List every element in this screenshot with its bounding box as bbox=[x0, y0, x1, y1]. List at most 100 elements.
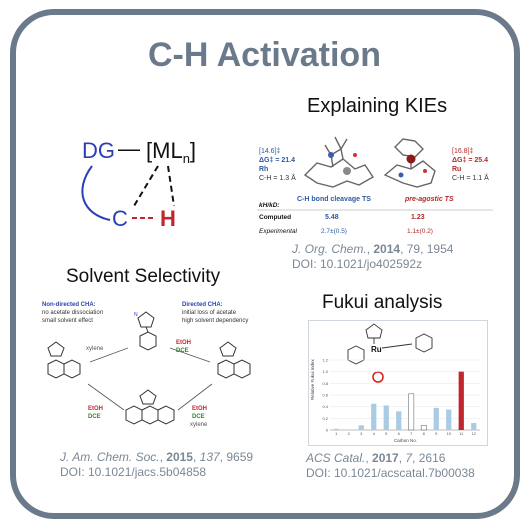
fukui-xtick-label: 4 bbox=[373, 431, 376, 436]
fukui-ytick-label: 0.8 bbox=[322, 381, 328, 386]
metal-complex-label: [MLn] bbox=[146, 138, 196, 166]
directed-title: Directed CHA: bbox=[182, 302, 223, 308]
ts-left-caption: C-H bond cleavage TS bbox=[297, 196, 371, 203]
fukui-cite-doi: DOI: 10.1021/acscatal.7b00038 bbox=[306, 466, 475, 480]
fukui-xtick-label: 9 bbox=[435, 431, 438, 436]
kie-cite-doi: DOI: 10.1021/jo402592z bbox=[292, 257, 423, 271]
fukui-ylabel: Relative Fukui Index bbox=[310, 358, 315, 400]
kie-cite-year: 2014 bbox=[373, 242, 401, 256]
fukui-bar-9 bbox=[433, 407, 439, 430]
solvent-cite-journal: J. Am. Chem. Soc. bbox=[60, 450, 160, 464]
fukui-chart: Ru Relative Fukui Index Carbon No. 00.20… bbox=[308, 320, 488, 446]
experimental-label: Experimental bbox=[259, 228, 297, 235]
ts-right-caption: pre-agostic TS bbox=[404, 196, 454, 203]
fukui-xtick-label: 12 bbox=[472, 431, 477, 436]
product-bottom bbox=[125, 389, 175, 425]
kie-cite-journal: J. Org. Chem. bbox=[292, 242, 367, 256]
experimental-right-value: 1.1±(0.2) bbox=[407, 228, 433, 235]
fukui-bar-11 bbox=[458, 371, 464, 430]
fukui-bar-1 bbox=[333, 428, 339, 430]
svg-text:N: N bbox=[134, 312, 138, 318]
fukui-bar-7 bbox=[408, 393, 415, 431]
kie-right-label-4: C-H = 1.1 Å bbox=[452, 173, 489, 182]
dce-label-top: DCE bbox=[176, 348, 189, 354]
agostic-dash-right bbox=[167, 165, 175, 207]
fukui-bar-4 bbox=[371, 403, 377, 430]
etoh-label-right: EtOH bbox=[192, 406, 207, 412]
xylene-label-top: xylene bbox=[86, 346, 104, 352]
solvent-cite-vol: 137 bbox=[199, 450, 220, 464]
kie-citation: J. Org. Chem., 2014, 79, 1954 DOI: 10.10… bbox=[292, 242, 454, 271]
kie-table-header: kH/kD: bbox=[259, 202, 280, 209]
agostic-dash-left bbox=[133, 165, 159, 207]
right-ts-structure bbox=[383, 138, 436, 188]
kie-figure: [14.6]‡ ΔG‡ = 21.4 Rh C-H = 1.3 Å [16.8]… bbox=[257, 136, 493, 235]
solvent-cite-year: 2015 bbox=[166, 450, 193, 464]
dg-label: DG bbox=[82, 138, 115, 163]
computed-right-value: 1.23 bbox=[411, 214, 425, 221]
fukui-cite-vol: 7 bbox=[405, 451, 413, 465]
fukui-xtick-label: 5 bbox=[385, 431, 388, 436]
directed-note-1: initial loss of acetate bbox=[182, 310, 237, 316]
fukui-xtick-label: 11 bbox=[459, 431, 464, 436]
kie-right-label-3: Ru bbox=[452, 166, 461, 173]
ru-label: Ru bbox=[371, 345, 382, 354]
fukui-cite-year: 2017 bbox=[372, 451, 399, 465]
solvent-citation: J. Am. Chem. Soc., 2015, 137, 9659 DOI: … bbox=[60, 450, 254, 479]
fukui-section-title: Fukui analysis bbox=[322, 292, 443, 313]
directed-note-2: high solvent dependency bbox=[182, 318, 248, 324]
tether-curve bbox=[81, 165, 111, 221]
kie-left-label-4: C-H = 1.3 Å bbox=[259, 173, 296, 182]
product-left bbox=[47, 341, 81, 379]
fukui-xtick-label: 1 bbox=[335, 431, 338, 436]
fukui-bar-12 bbox=[471, 423, 477, 430]
fukui-cite-page: , 2616 bbox=[412, 451, 446, 465]
fukui-ytick-label: 0.4 bbox=[322, 404, 328, 409]
fukui-xtick-label: 8 bbox=[423, 431, 426, 436]
fukui-xtick-label: 6 bbox=[398, 431, 401, 436]
fukui-bar-3 bbox=[358, 425, 364, 430]
fukui-axes: 00.20.40.60.81.01.2 bbox=[322, 358, 480, 433]
experimental-left-value: 2.7±(0.5) bbox=[321, 228, 347, 235]
fukui-xlabel: Carbon No. bbox=[394, 438, 417, 443]
fukui-cite-journal: ACS Catal. bbox=[306, 451, 366, 465]
fukui-xtick-label: 10 bbox=[447, 431, 452, 436]
solvent-cite-page: , 9659 bbox=[219, 450, 254, 464]
carbon-label: C bbox=[112, 206, 128, 231]
fukui-xtick-label: 2 bbox=[348, 431, 351, 436]
highlight-ring bbox=[372, 371, 384, 383]
solvent-scheme: Non-directed CHA: no acetate dissociatio… bbox=[42, 302, 251, 428]
left-ts-structure bbox=[303, 136, 374, 188]
fukui-ytick-label: 0 bbox=[326, 428, 329, 433]
non-directed-note-1: no acetate dissociation bbox=[42, 310, 103, 316]
phenylpyrazole-top: N bbox=[134, 311, 157, 351]
non-directed-note-2: small solvent effect bbox=[42, 318, 93, 324]
computed-label: Computed bbox=[259, 214, 291, 221]
fukui-bar-10 bbox=[446, 409, 452, 430]
reaction-arrows bbox=[87, 347, 213, 411]
page-title: C-H Activation bbox=[148, 36, 381, 74]
kie-right-label-1: [16.8]‡ bbox=[452, 148, 474, 155]
fukui-ytick-label: 1.0 bbox=[322, 369, 328, 374]
kie-section-title: Explaining KIEs bbox=[307, 95, 448, 117]
dce-label-left: DCE bbox=[88, 414, 101, 420]
fukui-bar-8 bbox=[420, 425, 427, 431]
hydrogen-label: H bbox=[160, 206, 176, 231]
solvent-cite-doi: DOI: 10.1021/jacs.5b04858 bbox=[60, 465, 207, 479]
computed-left-value: 5.48 bbox=[325, 214, 339, 221]
kie-left-label-3: Rh bbox=[259, 166, 268, 173]
fukui-bar-6 bbox=[396, 411, 402, 430]
non-directed-title: Non-directed CHA: bbox=[42, 302, 96, 308]
fukui-bar-5 bbox=[383, 405, 389, 430]
ch-activation-scheme: DG — [MLn] C H bbox=[81, 136, 196, 231]
fukui-xtick-label: 7 bbox=[410, 431, 413, 436]
etoh-label-left: EtOH bbox=[88, 406, 103, 412]
kie-cite-rest: , 79, 1954 bbox=[400, 242, 454, 256]
bond-dash: — bbox=[118, 136, 140, 161]
fukui-citation: ACS Catal., 2017, 7, 2616 DOI: 10.1021/a… bbox=[306, 451, 475, 480]
fukui-ytick-label: 1.2 bbox=[322, 358, 328, 363]
xylene-label-right: xylene bbox=[190, 422, 208, 428]
fukui-ytick-label: 0.6 bbox=[322, 393, 328, 398]
kie-left-label-1: [14.6]‡ bbox=[259, 148, 281, 155]
